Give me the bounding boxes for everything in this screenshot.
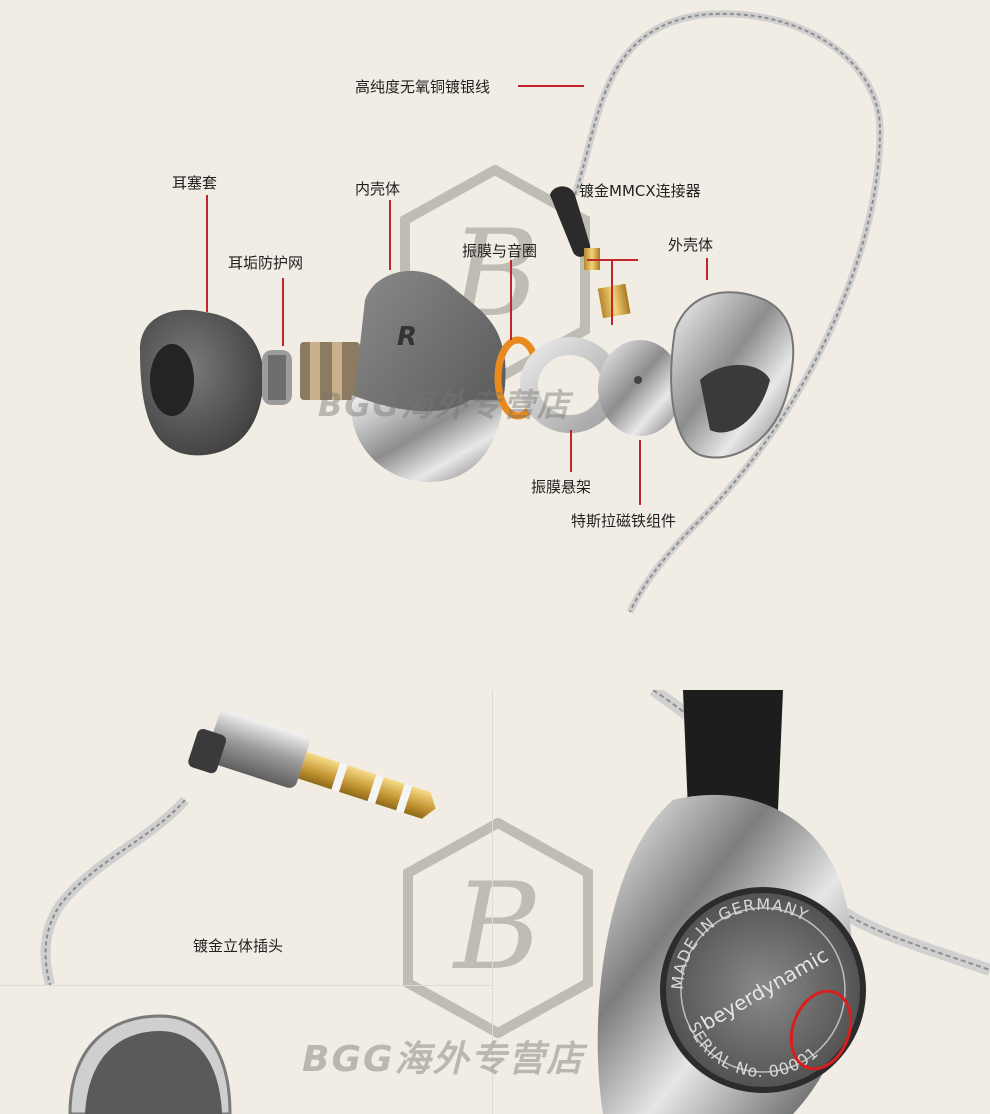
wax-guard xyxy=(262,342,360,405)
ear-tip xyxy=(140,309,264,456)
label-plug: 镀金立体插头 xyxy=(193,937,284,955)
label-mmcx: 镀金MMCX连接器 xyxy=(579,182,701,200)
side-letter: R xyxy=(397,322,417,352)
label-tesla-magnet: 特斯拉磁铁组件 xyxy=(571,512,677,530)
watermark-letter: B xyxy=(452,858,542,997)
leader-lines xyxy=(206,85,708,505)
exploded-view-illustration: R xyxy=(140,10,884,614)
panel-divider-vertical xyxy=(492,690,493,1114)
label-wax-guard: 耳垢防护网 xyxy=(228,254,304,272)
label-cable: 高纯度无氧铜镀银线 xyxy=(355,78,491,96)
watermark-text-bottom: BGG海外专营店 xyxy=(302,1039,585,1080)
earpiece-closeup: MADE IN GERMANY beyerdynamic SERIAL No. … xyxy=(597,690,990,1114)
label-outer-shell: 外壳体 xyxy=(668,236,714,254)
label-diaphragm-coil: 振膜与音圈 xyxy=(462,242,538,260)
label-suspension: 振膜悬架 xyxy=(531,478,592,496)
tesla-magnet xyxy=(598,340,682,436)
watermark-logo-bottom: B xyxy=(403,818,593,1038)
outer-shell xyxy=(670,291,795,459)
inner-shell: R xyxy=(351,270,506,482)
label-ear-tip: 耳塞套 xyxy=(172,174,218,192)
panel-divider-horizontal xyxy=(0,985,492,986)
serial-highlight-circle xyxy=(789,989,853,1071)
diaphragm-suspension xyxy=(520,337,620,433)
stereo-plug-illustration xyxy=(40,710,436,985)
mmcx-connector xyxy=(550,186,631,319)
watermark-text-top: BGG海外专营店 xyxy=(318,386,571,424)
label-inner-shell: 内壳体 xyxy=(355,180,401,198)
earpiece-partial-view xyxy=(68,1014,232,1114)
